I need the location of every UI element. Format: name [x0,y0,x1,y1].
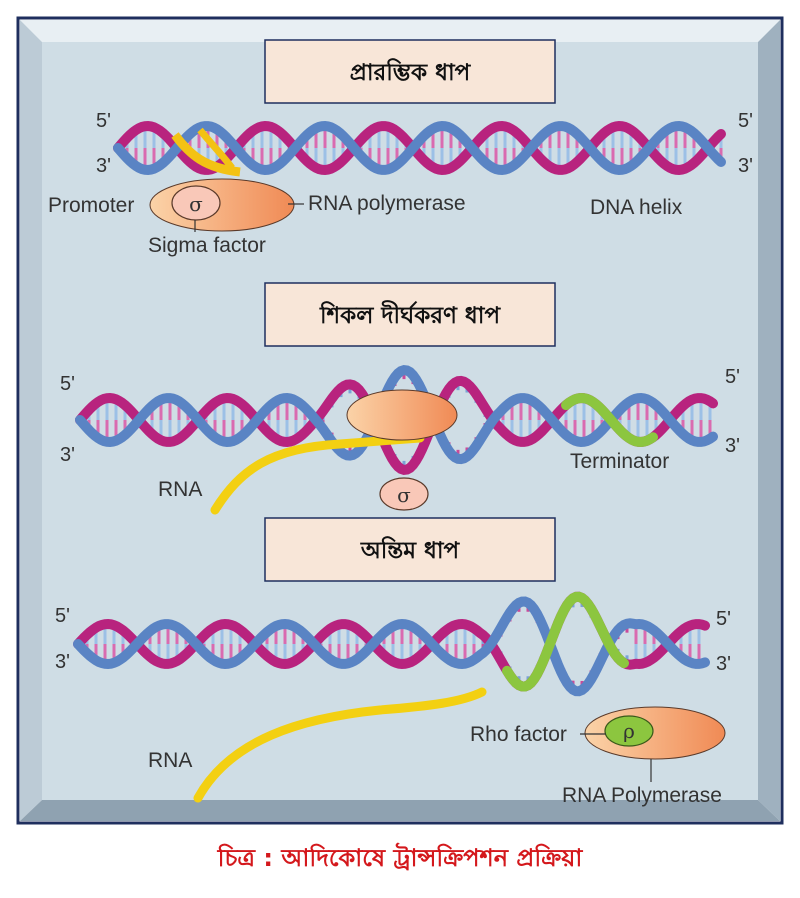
bevel-top [20,20,780,42]
dna-helix [73,591,710,697]
sigma-factor-label: Sigma factor [148,234,266,257]
rho-symbol: ρ [623,719,635,743]
rna-polymerase-label: RNA polymerase [308,192,466,215]
five-prime-left: 5' [55,605,70,627]
stage-title-box [264,282,556,347]
rho-factor-label: Rho factor [470,723,567,746]
promoter-label: Promoter [48,194,134,217]
rna-strand [193,687,487,803]
terminator-label: Terminator [570,450,669,473]
rna-polymerase-shape [346,389,458,441]
strand-blue [113,120,726,176]
promoter-segment-strand [197,127,235,171]
sigma-symbol: σ [189,192,203,216]
rho-factor-shape [604,715,654,747]
three-prime-right: 3' [725,435,740,457]
stage-termination: অন্তিম ধাপ 5' 3' 5' 3' RNA ρ Rho factor … [55,517,731,807]
bevel-right [758,20,780,821]
sigma-factor-shape [171,185,221,221]
dna-helix [75,364,718,476]
five-prime-left: 5' [96,110,111,132]
stage-title: শিকল দীর্ঘকরণ ধাপ [319,300,502,329]
five-prime-right: 5' [716,608,731,630]
strand-blue [75,364,718,465]
five-prime-right: 5' [725,366,740,388]
released-sigma-shape [379,477,429,511]
three-prime-left: 3' [55,651,70,673]
stage-title-box [264,39,556,104]
rna-label: RNA [158,478,202,501]
three-prime-left: 3' [60,444,75,466]
stage-elongation: শিকল দীর্ঘকরণ ধাপ 5' 3' 5' 3' RNA Termin… [60,282,740,515]
stage-title: প্রারম্ভিক ধাপ [350,58,472,86]
stage-initiation: প্রারম্ভিক ধাপ 5' 3' 5' 3' σ Promoter RN… [48,39,753,257]
terminator-segment [502,591,629,692]
three-prime-right: 3' [716,653,731,675]
sigma-symbol: σ [397,483,411,507]
five-prime-right: 5' [738,110,753,132]
figure-caption: চিত্র : আদিকোষে ট্রান্সক্রিপশন প্রক্রিয়… [217,842,584,872]
terminator-segment [561,392,658,448]
dna-helix-label: DNA helix [590,196,683,219]
three-prime-right: 3' [738,155,753,177]
five-prime-left: 5' [60,373,75,395]
stage-title-box [264,517,556,582]
rna-polymerase-label: RNA Polymerase [562,784,722,807]
rna-label: RNA [148,749,192,772]
strand-blue [73,596,710,697]
stage-title: অন্তিম ধাপ [360,536,461,564]
bevel-bottom [20,800,780,821]
three-prime-left: 3' [96,155,111,177]
bevel-left [20,20,42,821]
rna-strand [210,433,425,515]
promoter-segment [171,132,241,177]
